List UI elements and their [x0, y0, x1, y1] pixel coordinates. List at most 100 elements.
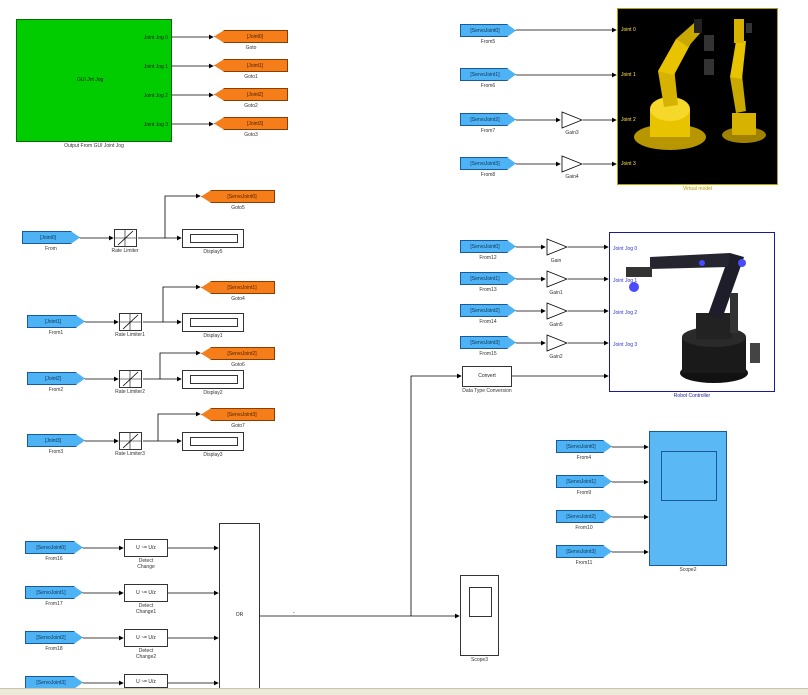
goto-caption: Goto7 — [231, 423, 245, 429]
from-caption: From9 — [576, 490, 592, 496]
detect-change-label: U ~= U/z — [136, 545, 156, 551]
goto-joint3[interactable]: [Joint3] — [214, 117, 288, 130]
gui-joint-jog-block[interactable]: GUI Jnt Jog Joint Jog 0 Joint Jog 1 Join… — [16, 19, 172, 142]
gain-triangle-icon[interactable] — [546, 302, 568, 320]
from-caption: From11 — [575, 560, 593, 566]
goto-caption: Goto1 — [244, 74, 258, 80]
detect-change-block[interactable]: U ~= U/z — [124, 539, 168, 557]
vm-port-2: Joint 2 — [621, 117, 636, 123]
from-servojoint0[interactable]: [ServoJoint0] — [460, 240, 516, 253]
from-servojoint0[interactable]: [ServoJoint0] — [460, 24, 516, 37]
gain-caption: Gain5 — [549, 322, 563, 328]
from-servojoint2[interactable]: [ServoJoint2] — [556, 510, 612, 523]
gain-caption: Gain3 — [565, 130, 579, 136]
gain-triangle-icon[interactable] — [546, 238, 568, 256]
display-block[interactable] — [182, 432, 244, 451]
from-caption: From15 — [479, 351, 497, 357]
status-bar — [0, 688, 808, 695]
from-servojoint1[interactable]: [ServoJoint1] — [556, 475, 612, 488]
display-block[interactable] — [182, 229, 244, 248]
robot-arm-icon — [626, 253, 760, 383]
goto-joint0[interactable]: [Joint0] — [214, 30, 288, 43]
gain-triangle-icon[interactable] — [546, 334, 568, 352]
rate-limiter-caption: Rate Limiter1 — [115, 332, 145, 338]
rate-limiter-icon[interactable] — [114, 229, 137, 247]
goto-servojoint1[interactable]: [ServoJoint1] — [201, 281, 275, 294]
from-servojoint3[interactable]: [ServoJoint3] — [460, 157, 516, 170]
gain-caption: Gain2 — [549, 354, 563, 360]
rate-limiter-caption: Rate Limiter — [111, 248, 139, 254]
goto-caption: Goto3 — [244, 132, 258, 138]
from-servojoint0[interactable]: [ServoJoint0] — [25, 541, 83, 554]
yellow-robot-arm-icon — [634, 19, 766, 150]
rc-port-2: Joint Jog 2 — [613, 310, 638, 316]
from-caption: From14 — [479, 319, 497, 325]
gain-triangle-icon[interactable] — [546, 270, 568, 288]
from-caption: From — [45, 246, 57, 252]
from-servojoint1[interactable]: [ServoJoint1] — [460, 272, 516, 285]
scope3-caption: Scope3 — [471, 657, 488, 663]
from-servojoint0[interactable]: [ServoJoint0] — [556, 440, 612, 453]
from-joint2[interactable]: [Joint2] — [27, 372, 85, 385]
goto-servojoint2[interactable]: [ServoJoint2] — [201, 347, 275, 360]
rate-limiter-caption: Rate Limiter2 — [115, 389, 145, 395]
robot-controller-block[interactable]: Joint Jog 0 Joint Jog 1 Joint Jog 2 Join… — [609, 232, 775, 392]
from-joint0[interactable]: [Joint0] — [22, 231, 80, 244]
detect-change-caption: Detect Change2 — [135, 648, 157, 660]
detect-change-block[interactable]: U ~= U/z — [124, 629, 168, 647]
rc-port-0: Joint Jog 0 — [613, 246, 638, 252]
gain-triangle-icon[interactable] — [561, 155, 583, 173]
detect-change-block[interactable]: U ~= U/z — [124, 584, 168, 602]
detect-change-label: U ~= U/z — [136, 679, 156, 685]
from-caption: From16 — [45, 556, 63, 562]
from-servojoint3[interactable]: [ServoJoint3] — [460, 336, 516, 349]
scope2-block[interactable] — [649, 431, 727, 566]
detect-change-caption: Detect Change1 — [135, 603, 157, 615]
display-block[interactable] — [182, 313, 244, 332]
from-caption: From13 — [479, 287, 497, 293]
gui-port-1: Joint Jog 1 — [143, 64, 168, 70]
display-caption: Display2 — [203, 390, 223, 396]
or-label: OR — [235, 612, 244, 618]
rate-limiter-icon[interactable] — [119, 432, 142, 450]
goto-joint2[interactable]: [Joint2] — [214, 88, 288, 101]
display-caption: Display3 — [203, 452, 223, 458]
rate-limiter-icon[interactable] — [119, 313, 142, 331]
convert-label: Convert — [478, 373, 496, 379]
gui-center-label: GUI Jnt Jog — [77, 77, 104, 83]
gui-port-0: Joint Jog 0 — [143, 35, 168, 41]
goto-joint1[interactable]: [Joint1] — [214, 59, 288, 72]
rate-limiter-caption: Rate Limiter3 — [115, 451, 145, 457]
or-logic-block[interactable]: OR — [219, 523, 260, 693]
from-caption: From1 — [48, 330, 64, 336]
from-servojoint1[interactable]: [ServoJoint1] — [460, 68, 516, 81]
display-block[interactable] — [182, 370, 244, 389]
robot-controller-caption: Robot Controller — [673, 393, 711, 399]
from-caption: From2 — [48, 387, 64, 393]
from-joint1[interactable]: [Joint1] — [27, 315, 85, 328]
from-servojoint2[interactable]: [ServoJoint2] — [25, 631, 83, 644]
goto-servojoint3[interactable]: [ServoJoint3] — [201, 408, 275, 421]
scope3-block[interactable] — [460, 575, 499, 656]
from-servojoint2[interactable]: [ServoJoint2] — [460, 113, 516, 126]
from-servojoint2[interactable]: [ServoJoint2] — [460, 304, 516, 317]
display-caption: Display5 — [203, 249, 223, 255]
goto-servojoint0[interactable]: [ServoJoint0] — [201, 190, 275, 203]
rc-port-3: Joint Jog 3 — [613, 342, 638, 348]
virtual-model-block[interactable]: Joint 0 Joint 1 Joint 2 Joint 3 — [617, 8, 778, 185]
vm-port-0: Joint 0 — [621, 27, 636, 33]
from-servojoint1[interactable]: [ServoJoint1] — [25, 586, 83, 599]
detect-change-label: U ~= U/z — [136, 635, 156, 641]
from-joint3[interactable]: [Joint3] — [27, 434, 85, 447]
gain-caption: Gain4 — [565, 174, 579, 180]
gain-triangle-icon[interactable] — [561, 111, 583, 129]
from-servojoint3[interactable]: [ServoJoint3] — [556, 545, 612, 558]
from-caption: From10 — [575, 525, 593, 531]
rate-limiter-icon[interactable] — [119, 370, 142, 388]
gain-caption: Gain1 — [549, 290, 563, 296]
scope-screen-icon — [661, 451, 717, 501]
data-type-conversion-block[interactable]: Convert — [462, 366, 512, 387]
detect-change-block[interactable]: U ~= U/z — [124, 674, 168, 688]
from-caption: From7 — [480, 128, 496, 134]
gui-port-3: Joint Jog 3 — [143, 122, 168, 128]
